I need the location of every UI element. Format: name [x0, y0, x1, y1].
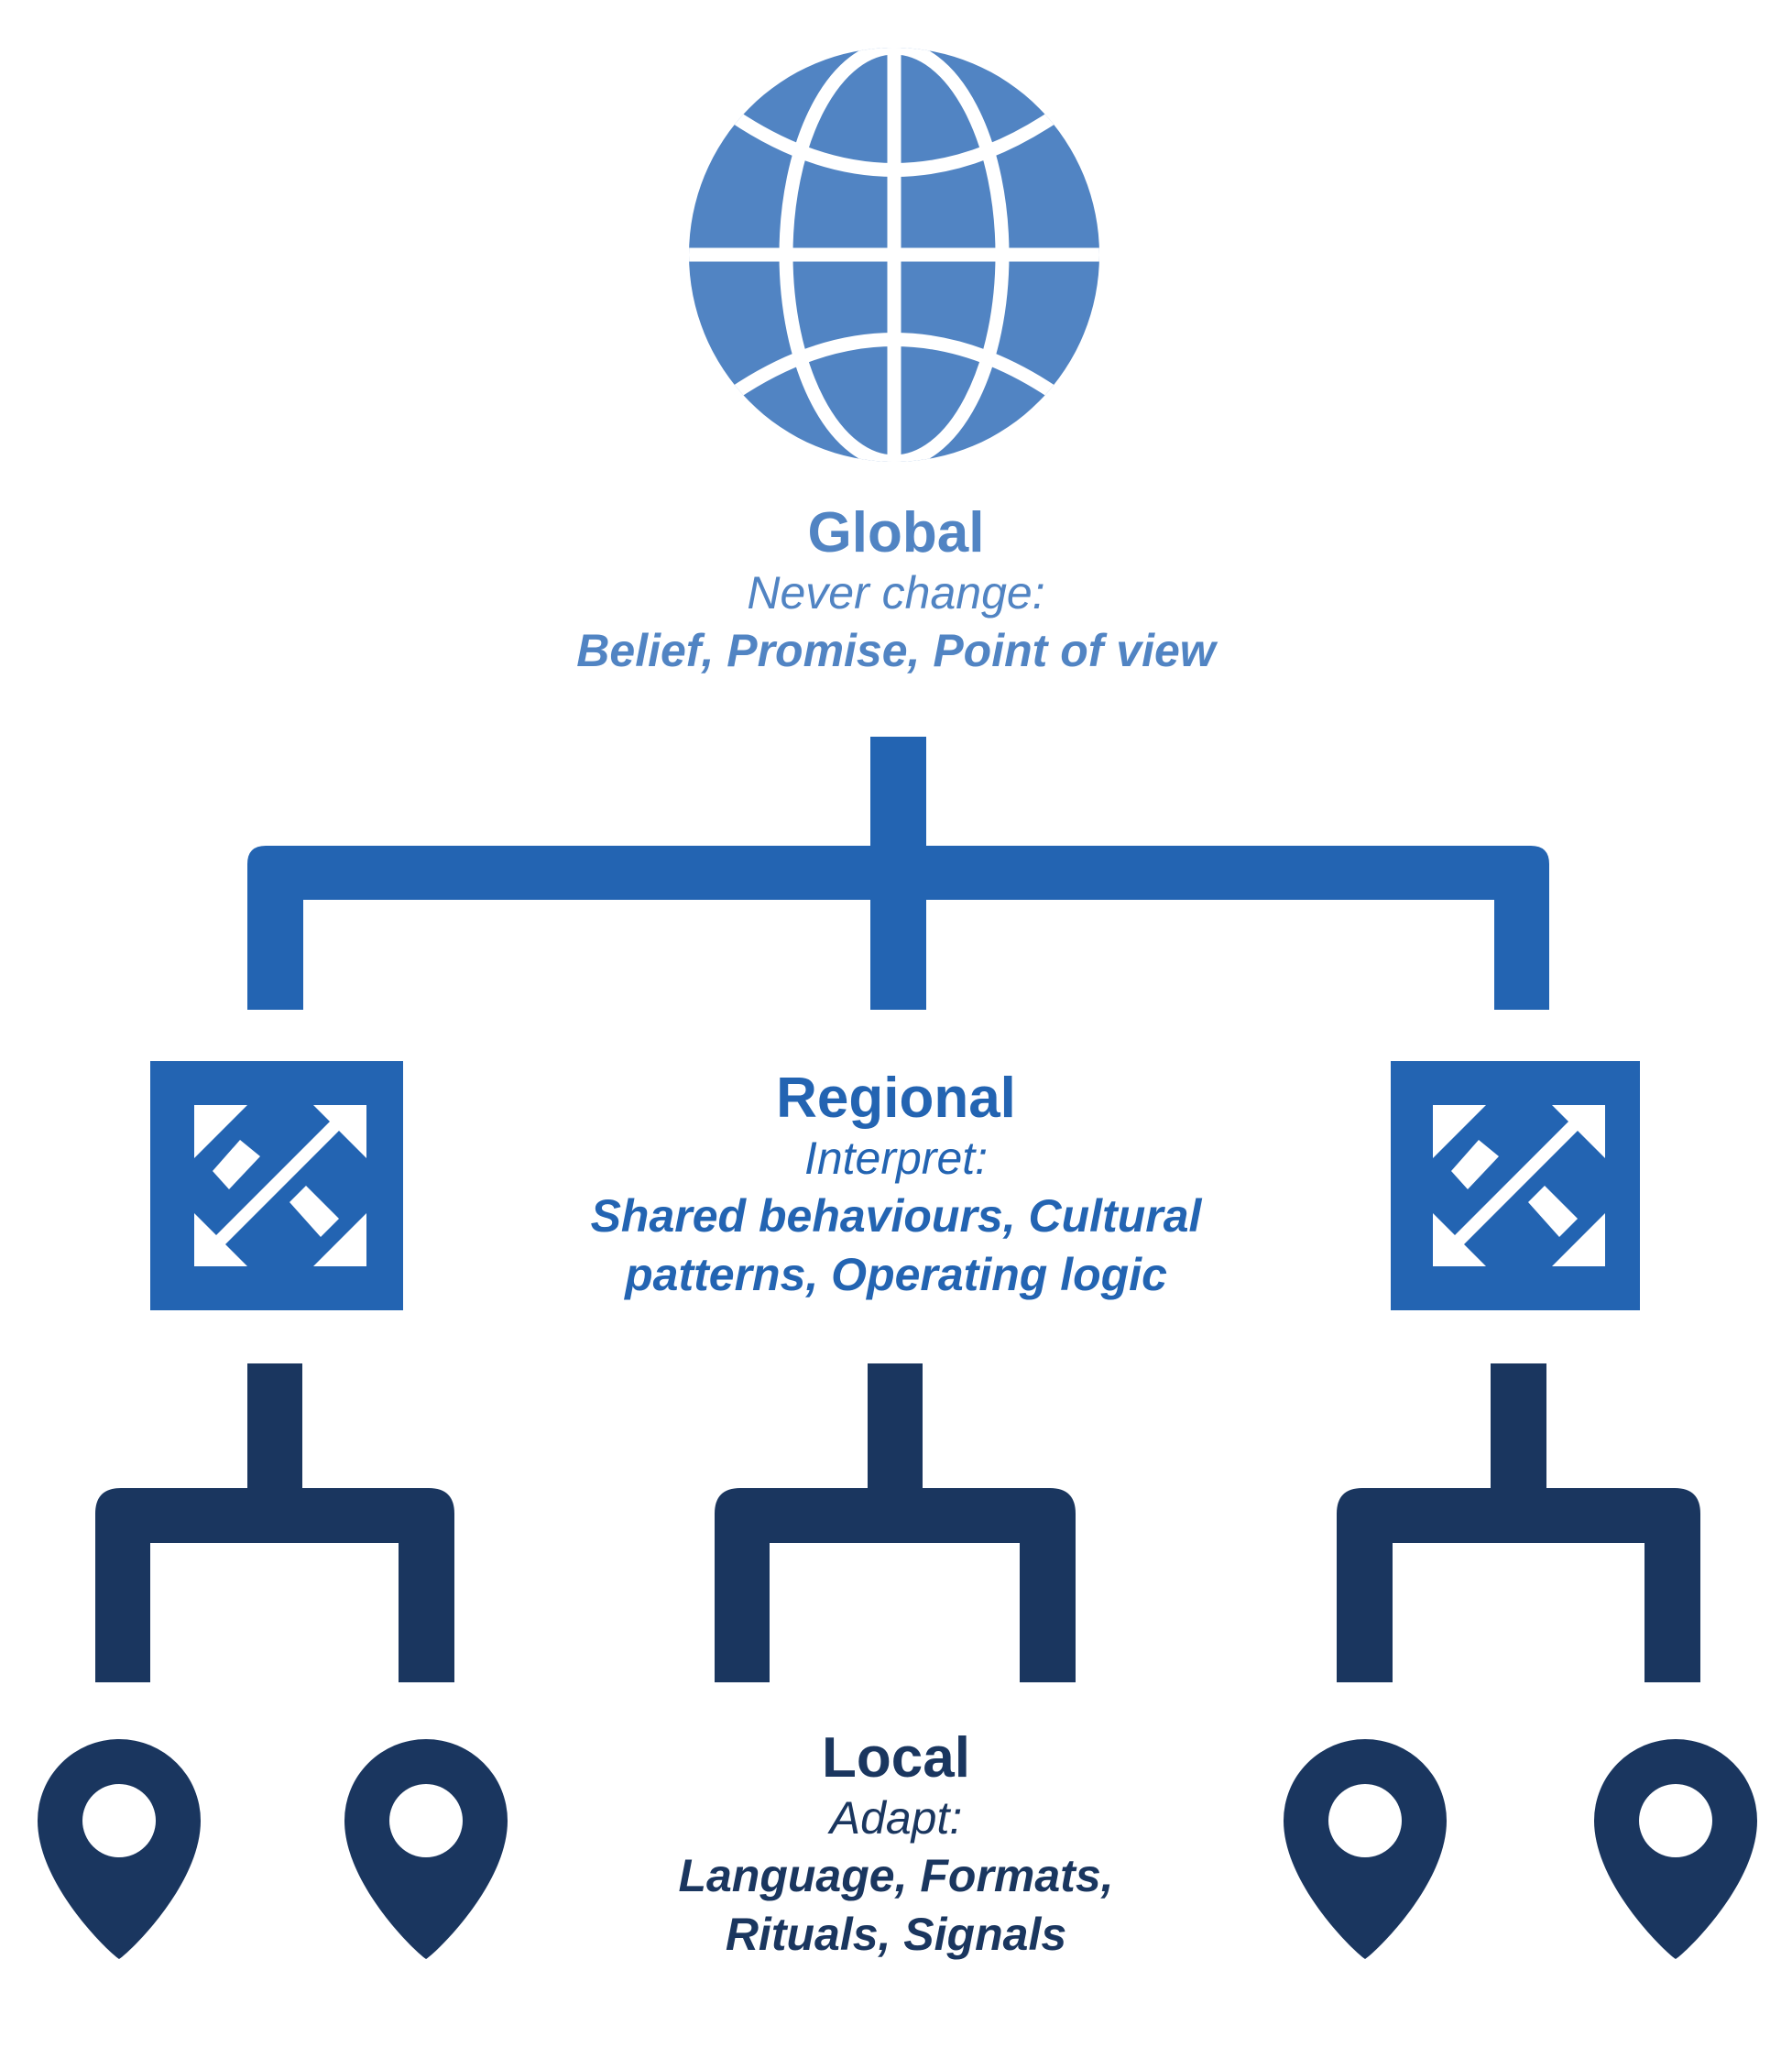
regional-title: Regional [776, 1067, 1016, 1130]
local-subtitle: Adapt: [829, 1792, 963, 1844]
regional-label-block: Regional Interpret: Shared behaviours, C… [0, 1067, 1792, 1304]
expand-arrows-icon [150, 1061, 403, 1310]
global-title: Global [807, 501, 985, 564]
regional-to-local-connector-right [1337, 1363, 1700, 1682]
regional-to-local-connector-left [95, 1363, 454, 1682]
regional-to-local-connector-center [715, 1363, 1076, 1682]
global-subtitle: Never change: [747, 567, 1045, 618]
map-pin-icon [38, 1739, 201, 1959]
map-pin-icon [1284, 1739, 1447, 1959]
globe-icon [689, 48, 1099, 462]
regional-subtitle: Interpret: [803, 1133, 989, 1184]
global-to-regional-connector [247, 737, 1549, 1010]
map-pin-icon [344, 1739, 508, 1959]
regional-items: Shared behaviours, Cultural patterns, Op… [590, 1190, 1202, 1300]
local-items: Language, Formats, Rituals, Signals [678, 1850, 1114, 1960]
map-pin-icon [1594, 1739, 1757, 1959]
expand-arrows-icon [1391, 1061, 1640, 1310]
global-items: Belief, Promise, Point of view [576, 625, 1216, 676]
global-label-block: Global Never change: Belief, Promise, Po… [0, 502, 1792, 680]
local-title: Local [822, 1726, 970, 1790]
local-label-block: Local Adapt: Language, Formats, Rituals,… [0, 1727, 1792, 1964]
